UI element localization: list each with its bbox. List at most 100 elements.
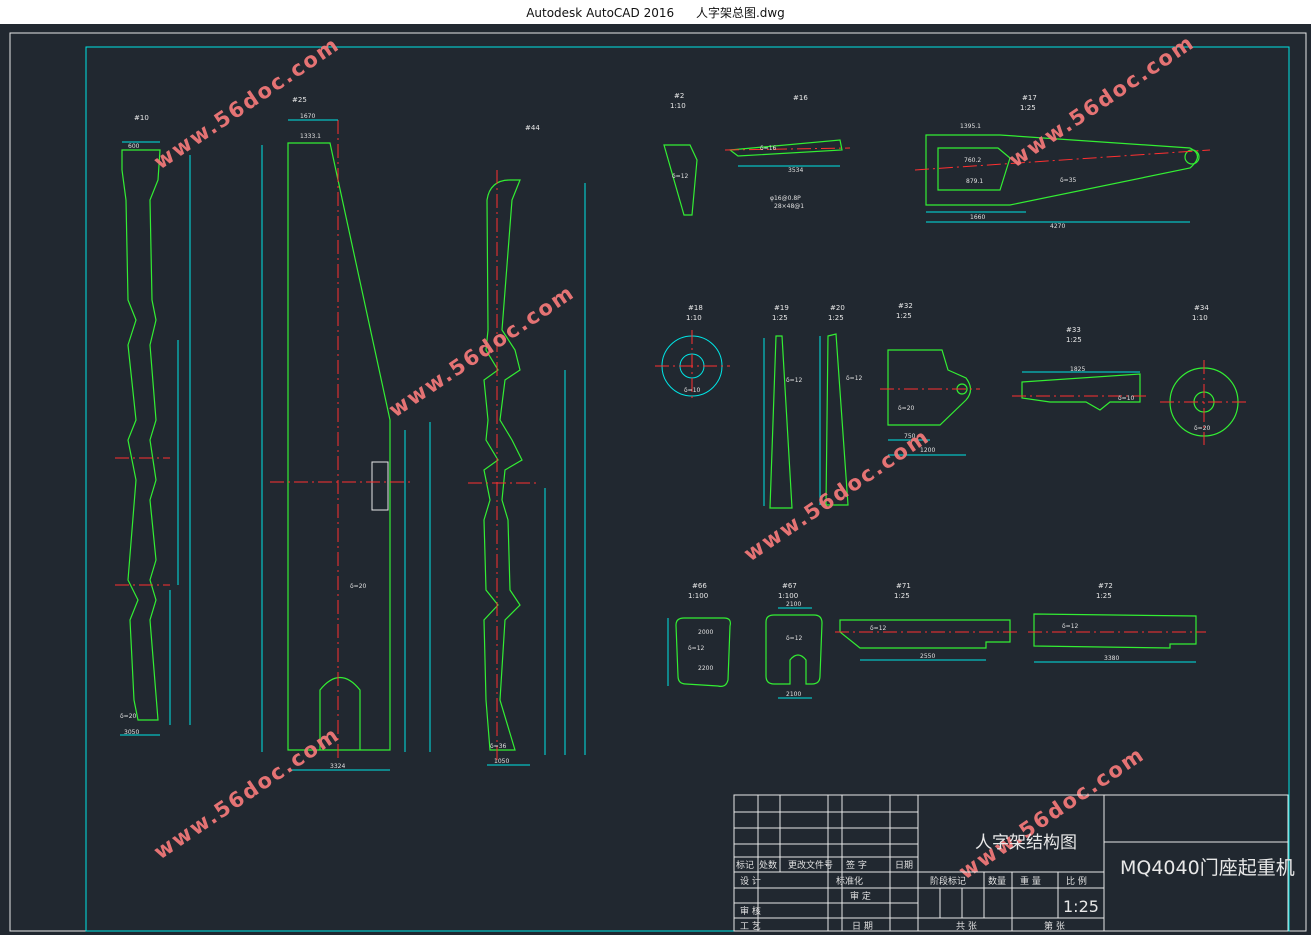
part-20-view[interactable]: #20 1:25 δ=12 (819, 304, 863, 506)
svg-text:1050: 1050 (494, 758, 509, 765)
part-18-view[interactable]: #18 1:10 δ=10 (655, 304, 730, 402)
part-label: #34 (1194, 304, 1209, 312)
part-33-view[interactable]: #33 1:25 1825 δ=10 (1012, 326, 1150, 411)
window-title-bar: Autodesk AutoCAD 2016 人字架总图.dwg (0, 0, 1311, 25)
svg-text:δ=12: δ=12 (786, 377, 803, 384)
part-label: #19 (774, 304, 789, 312)
svg-text:设 计: 设 计 (740, 875, 761, 887)
part-label: #44 (525, 124, 540, 132)
svg-text:δ=20: δ=20 (350, 583, 367, 590)
svg-text:δ=20: δ=20 (898, 405, 915, 412)
svg-text:处数: 处数 (759, 859, 777, 871)
watermark: www.56doc.com (149, 32, 344, 174)
svg-text:1825: 1825 (1070, 366, 1085, 373)
part-25-view[interactable]: #25 1670 1333.1 3324 δ=20 (261, 96, 431, 771)
svg-text:δ=20: δ=20 (1194, 425, 1211, 432)
project-name: MQ4040门座起重机 (1120, 857, 1295, 879)
svg-text:1:10: 1:10 (1192, 314, 1208, 322)
part-66-view[interactable]: #66 1:100 2000 δ=12 2200 (667, 582, 731, 687)
svg-text:1333.1: 1333.1 (300, 133, 321, 140)
part-label: #2 (674, 92, 684, 100)
drawing-title: 人字架结构图 (975, 833, 1077, 853)
svg-text:δ=20: δ=20 (120, 713, 137, 720)
part-label: #66 (692, 582, 707, 590)
svg-text:φ16@0.8P: φ16@0.8P (770, 195, 801, 202)
svg-text:1:10: 1:10 (686, 314, 702, 322)
drawing-scale: 1:25 (1063, 897, 1099, 916)
svg-text:δ=12: δ=12 (672, 173, 689, 180)
svg-text:3324: 3324 (330, 763, 345, 770)
inner-sheet-border (85, 46, 1290, 932)
svg-text:879.1: 879.1 (966, 178, 983, 185)
cad-drawing[interactable]: #10 600 3050 δ=20 #25 1670 1333.1 3324 δ… (0, 24, 1311, 935)
svg-text:δ=36: δ=36 (490, 743, 507, 750)
part-label: #32 (898, 302, 913, 310)
svg-text:工 艺: 工 艺 (740, 921, 761, 932)
svg-text:1:10: 1:10 (670, 102, 686, 110)
svg-text:阶段标记: 阶段标记 (930, 875, 966, 887)
svg-text:δ=10: δ=10 (684, 387, 701, 394)
svg-text:1200: 1200 (920, 447, 935, 454)
part-71-view[interactable]: #71 1:25 δ=12 2550 (835, 582, 1020, 661)
part-label: #71 (896, 582, 911, 590)
svg-text:日 期: 日 期 (852, 921, 873, 932)
document-name: 人字架总图.dwg (695, 6, 785, 20)
part-19-view[interactable]: #19 1:25 δ=12 (763, 304, 803, 509)
watermark: www.56doc.com (739, 424, 934, 566)
part-label: #72 (1098, 582, 1113, 590)
svg-text:1:25: 1:25 (1020, 104, 1036, 112)
svg-text:3534: 3534 (788, 167, 803, 174)
svg-text:3050: 3050 (124, 729, 139, 736)
part-2-view[interactable]: #2 1:10 δ=12 (663, 92, 698, 216)
part-34-view[interactable]: #34 1:10 δ=20 (1160, 304, 1250, 445)
svg-text:2100: 2100 (786, 691, 801, 698)
svg-text:1:25: 1:25 (896, 312, 912, 320)
part-label: #16 (793, 94, 808, 102)
svg-text:1:100: 1:100 (778, 592, 798, 600)
svg-text:1:25: 1:25 (772, 314, 788, 322)
part-44-view[interactable]: #44 1050 δ=36 (468, 124, 586, 766)
svg-text:δ=35: δ=35 (1060, 177, 1077, 184)
part-label: #10 (134, 114, 149, 122)
svg-text:数量: 数量 (988, 875, 1006, 887)
title-block: 标记 处数 更改文件号 签 字 日期 设 计 标准化 审 定 审 核 工 艺 日… (733, 794, 1295, 932)
part-label: #25 (292, 96, 307, 104)
svg-text:1:25: 1:25 (1096, 592, 1112, 600)
svg-text:1:25: 1:25 (828, 314, 844, 322)
svg-text:750: 750 (904, 433, 916, 440)
part-72-view[interactable]: #72 1:25 δ=12 3380 (1028, 582, 1206, 663)
part-label: #20 (830, 304, 845, 312)
part-10-view[interactable]: #10 600 3050 δ=20 (115, 114, 191, 736)
svg-text:1660: 1660 (970, 214, 985, 221)
svg-text:共 张: 共 张 (956, 921, 977, 932)
svg-text:δ=12: δ=12 (786, 635, 803, 642)
part-67-view[interactable]: #67 1:100 2100 δ=12 2100 (765, 582, 823, 699)
svg-text:1:100: 1:100 (688, 592, 708, 600)
part-17-view[interactable]: #17 1:25 1395.1 760.2 879.1 1660 4270 δ=… (914, 94, 1211, 230)
svg-text:签 字: 签 字 (846, 859, 867, 871)
svg-text:更改文件号: 更改文件号 (788, 859, 833, 871)
app-name: Autodesk AutoCAD 2016 (526, 6, 675, 20)
svg-text:1:25: 1:25 (894, 592, 910, 600)
svg-text:1:25: 1:25 (1066, 336, 1082, 344)
svg-text:δ=12: δ=12 (1062, 623, 1079, 630)
drawing-canvas[interactable]: #10 600 3050 δ=20 #25 1670 1333.1 3324 δ… (0, 24, 1311, 935)
svg-text:600: 600 (128, 143, 140, 150)
part-label: #67 (782, 582, 797, 590)
watermark-group: www.56doc.com www.56doc.com www.56doc.co… (149, 30, 1199, 884)
part-label: #17 (1022, 94, 1037, 102)
svg-text:δ=12: δ=12 (688, 645, 705, 652)
part-32-view[interactable]: #32 1:25 δ=20 750 1200 (880, 302, 980, 456)
svg-text:1395.1: 1395.1 (960, 123, 981, 130)
svg-text:δ=10: δ=10 (1118, 395, 1135, 402)
svg-text:760.2: 760.2 (964, 157, 981, 164)
watermark: www.56doc.com (149, 722, 344, 864)
part-label: #33 (1066, 326, 1081, 334)
svg-text:28×48@1: 28×48@1 (774, 203, 804, 210)
part-label: #18 (688, 304, 703, 312)
svg-text:重 量: 重 量 (1020, 875, 1041, 887)
part-16-view[interactable]: #16 δ=16 3534 φ16@0.8P 28×48@1 (724, 94, 851, 210)
svg-text:1670: 1670 (300, 113, 315, 120)
svg-text:3380: 3380 (1104, 655, 1119, 662)
svg-text:审 定: 审 定 (850, 890, 871, 902)
